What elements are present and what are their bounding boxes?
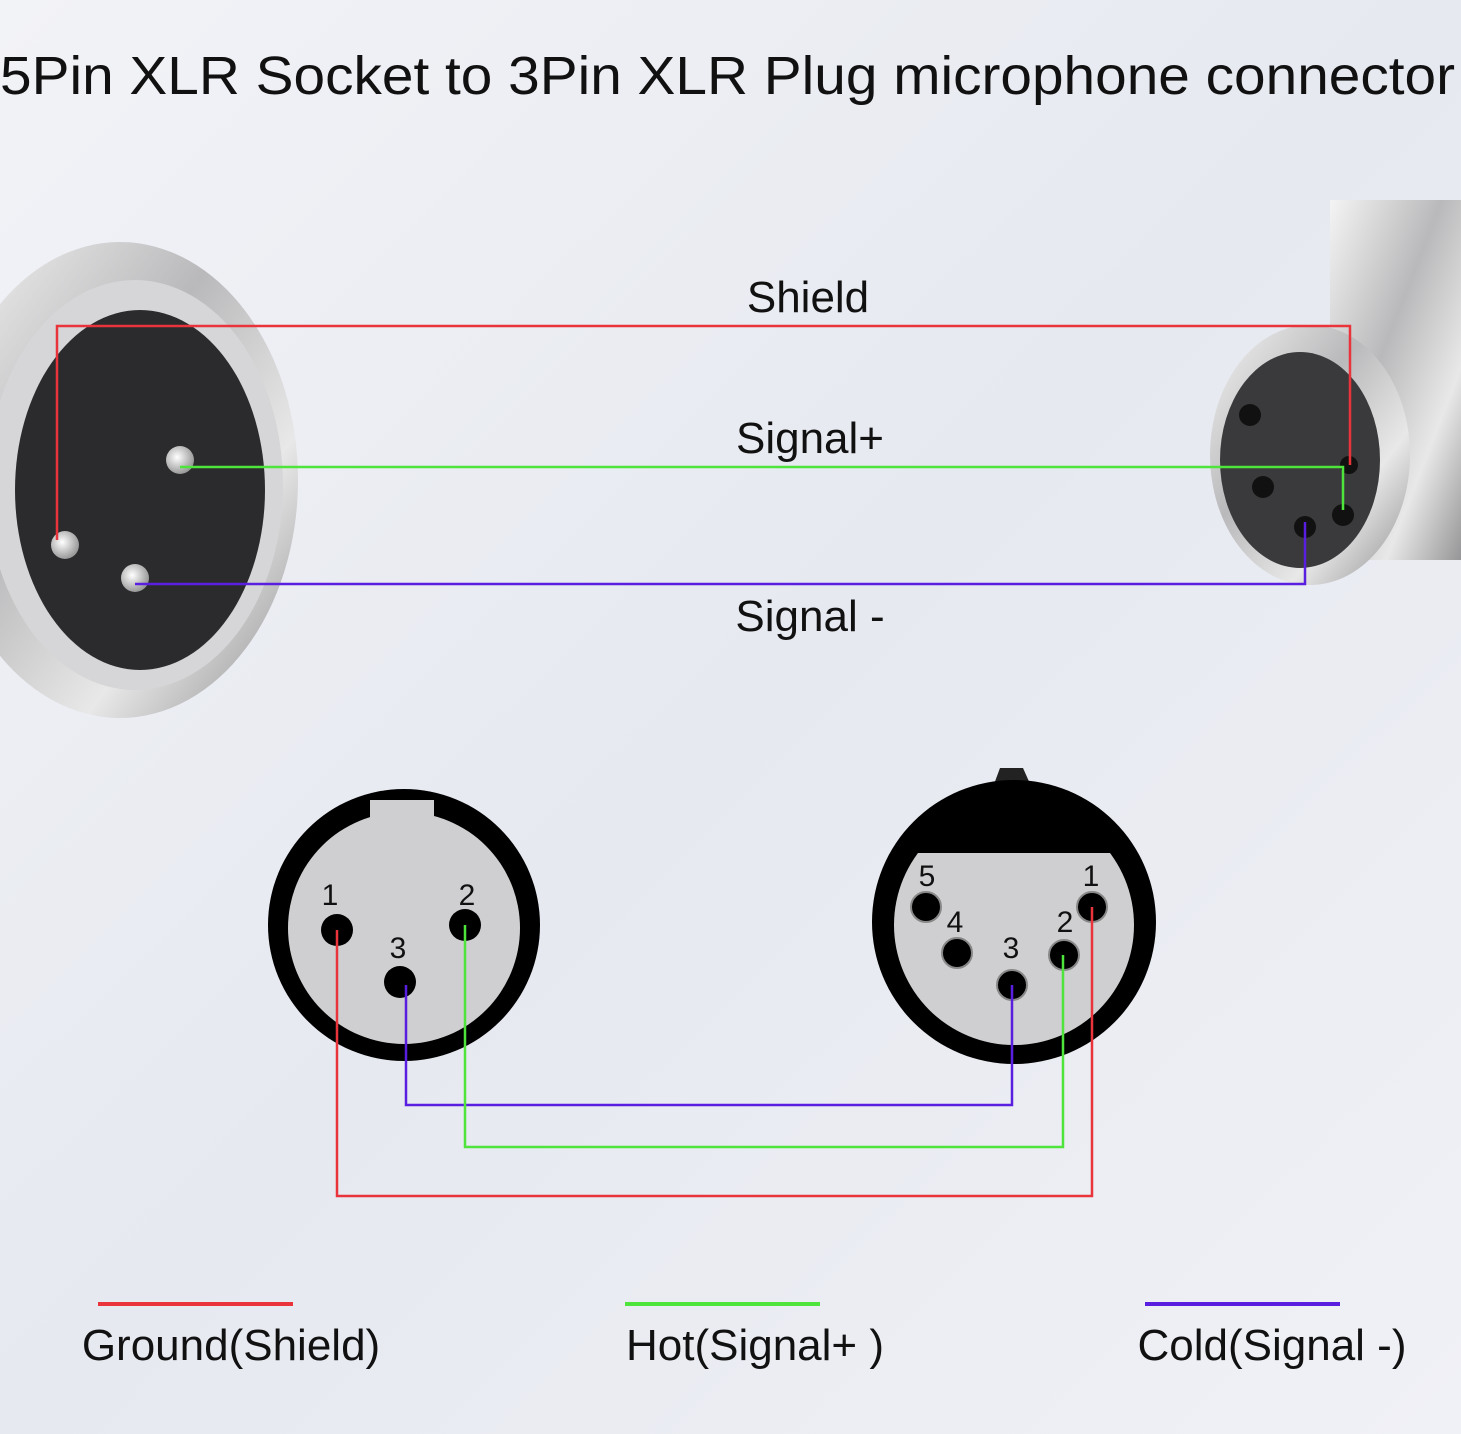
cold-wire [404, 985, 1014, 1107]
legend-label-hot: Hot(Signal+ ) [626, 1321, 884, 1370]
pin-5 [910, 891, 942, 923]
pin-label-2: 2 [1057, 906, 1074, 939]
title: 5Pin XLR Socket to 3Pin XLR Plug microph… [0, 46, 1455, 106]
signal-minus-label: Signal - [735, 592, 884, 641]
pin-label-3: 3 [390, 932, 407, 965]
legend-label-ground: Ground(Shield) [82, 1321, 380, 1370]
legend-label-cold: Cold(Signal -) [1138, 1321, 1407, 1370]
five-pin-connector-schematic: 1 2 3 4 5 [872, 768, 1156, 1064]
pin-label-1: 1 [322, 879, 339, 912]
three-pin-connector-schematic: 1 2 3 [268, 789, 540, 1061]
signal-plus-label: Signal+ [736, 414, 884, 463]
pin-3 [384, 966, 416, 998]
plug-pin [51, 531, 79, 559]
pin-label-2: 2 [459, 879, 476, 912]
pin-label-5: 5 [919, 860, 936, 893]
pin-label-4: 4 [947, 906, 964, 939]
plug-pin [166, 446, 194, 474]
legend: Ground(Shield) Hot(Signal+ ) Cold(Signal… [82, 1302, 1407, 1370]
pin-4 [941, 937, 973, 969]
signal-minus-wire [135, 522, 1307, 586]
shield-wire [55, 324, 1352, 540]
shield-label: Shield [747, 273, 869, 322]
ground-wire [335, 907, 1094, 1198]
pin-label-3: 3 [1003, 932, 1020, 965]
male-xlr-plug-photo [0, 242, 298, 718]
signal-plus-wire [180, 465, 1345, 510]
female-xlr-socket-photo [1210, 200, 1461, 585]
pin-label-1: 1 [1083, 860, 1100, 893]
hot-wire [463, 925, 1065, 1149]
plug-pin [121, 564, 149, 592]
